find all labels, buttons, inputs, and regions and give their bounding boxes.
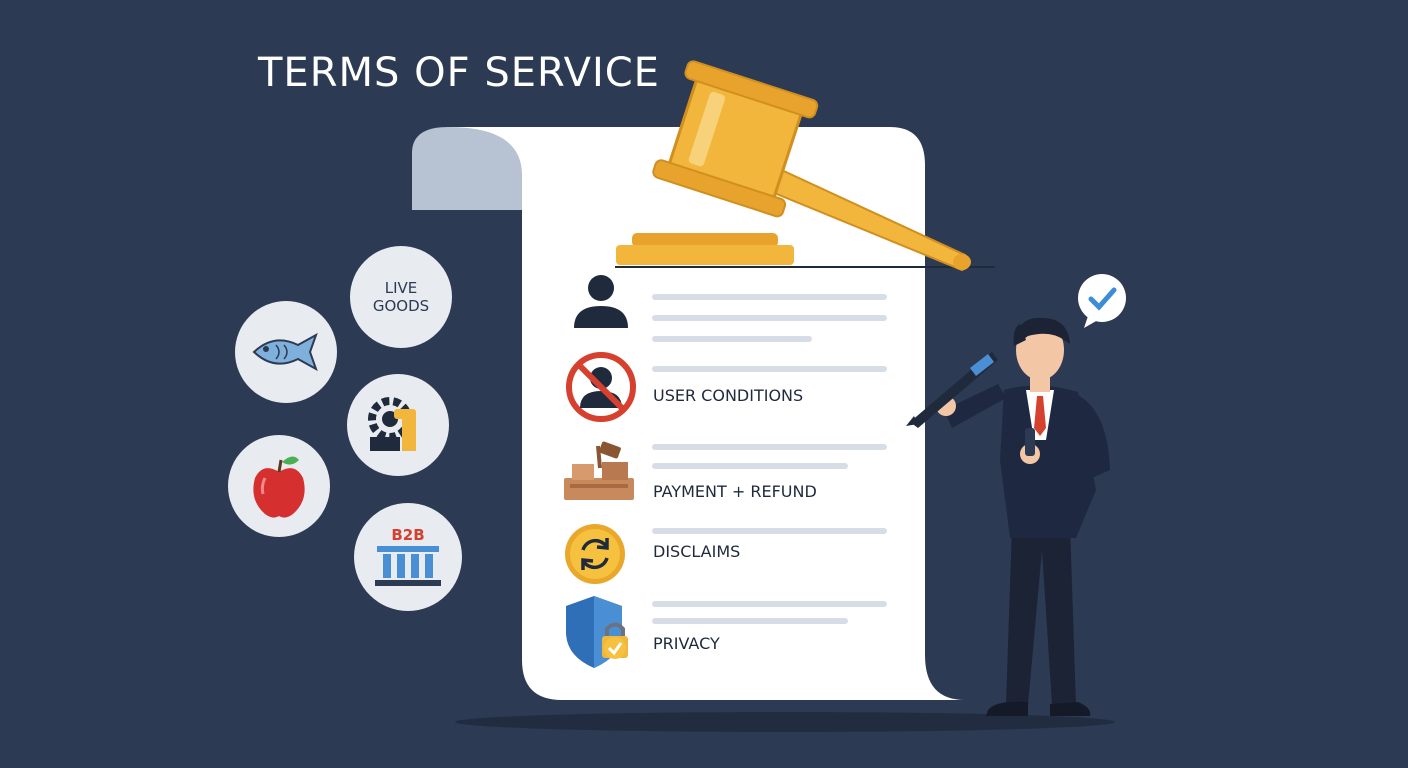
gavel-block-bottom xyxy=(616,245,794,265)
text-line xyxy=(652,463,848,469)
floor-shadow xyxy=(455,712,1115,732)
category-live-goods: LIVE GOODS xyxy=(350,246,452,348)
page-title: TERMS OF SERVICE xyxy=(258,50,660,96)
user-icon xyxy=(574,275,628,328)
text-line xyxy=(652,618,848,624)
paper-sheet xyxy=(448,127,965,700)
text-line xyxy=(652,601,887,607)
paper-curl xyxy=(412,127,522,210)
live-goods-label: LIVE GOODS xyxy=(372,279,430,315)
category-food xyxy=(228,435,330,537)
bank-icon xyxy=(375,546,441,586)
check-bubble-icon xyxy=(1078,274,1126,328)
no-user-icon xyxy=(566,352,636,422)
text-line xyxy=(652,294,887,300)
section-label-payment-refund: PAYMENT + REFUND xyxy=(653,482,817,501)
shield-lock-icon xyxy=(566,596,628,668)
section-label-user-conditions: USER CONDITIONS xyxy=(653,386,804,405)
fish-icon xyxy=(252,332,318,372)
section-label-disclaims: DISCLAIMS xyxy=(653,542,741,561)
text-line xyxy=(652,444,887,450)
text-line xyxy=(652,366,887,372)
section-label-privacy: PRIVACY xyxy=(653,634,720,653)
text-line xyxy=(652,315,887,321)
text-line xyxy=(652,336,812,342)
gavel-block-top xyxy=(632,233,778,247)
category-fish xyxy=(235,301,337,403)
category-b2b: B2B xyxy=(354,503,462,611)
b2b-label: B2B xyxy=(391,526,425,544)
gear-icon xyxy=(368,397,416,451)
text-line xyxy=(652,528,887,534)
category-industrial xyxy=(347,374,449,476)
refresh-coin-icon xyxy=(565,524,625,584)
businessman-illustration xyxy=(906,317,1110,716)
apple-icon xyxy=(253,456,305,518)
gavel-icon xyxy=(652,60,971,272)
auction-icon xyxy=(564,441,634,500)
